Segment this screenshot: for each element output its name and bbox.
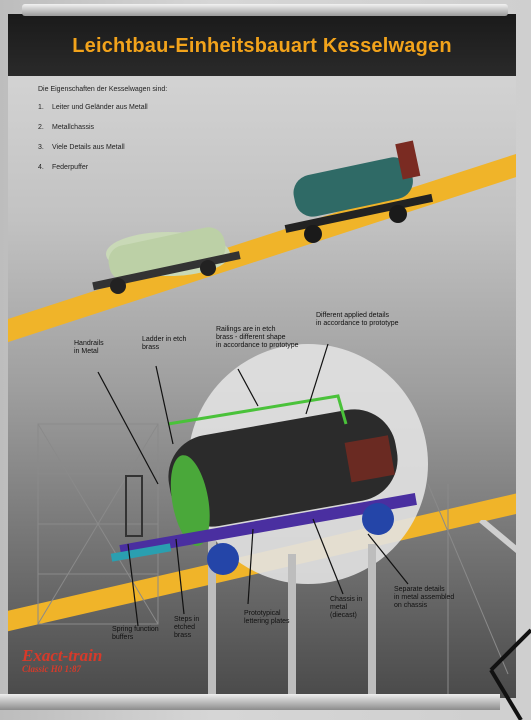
industrial-scaffold xyxy=(37,423,509,694)
brand-logo: Exact-train Classic H0 1:87 xyxy=(22,646,103,674)
intro-text: Die Eigenschaften der Kesselwagen sind: xyxy=(38,86,168,93)
feature-list: 1.Leiter und Geländer aus Metall 2.Metal… xyxy=(38,104,148,184)
poster: Leichtbau-Einheitsbauart Kesselwagen Die… xyxy=(8,14,516,698)
top-rail xyxy=(22,4,508,16)
list-item: 1.Leiter und Geländer aus Metall xyxy=(38,104,148,111)
wagon-green-pale xyxy=(92,227,241,294)
wagon-teal xyxy=(284,140,434,243)
callout-lines xyxy=(97,343,409,627)
list-item: 2.Metallchassis xyxy=(38,124,95,131)
bottom-rail xyxy=(0,694,500,710)
display-stand xyxy=(479,520,531,720)
title-bar: Leichtbau-Einheitsbauart Kesselwagen xyxy=(8,14,516,76)
poster-artwork xyxy=(37,140,509,694)
list-item: 3.Viele Details aus Metall xyxy=(38,144,125,151)
wagon-main xyxy=(110,394,417,575)
list-item: 4.Federpuffer xyxy=(38,164,89,171)
poster-title: Leichtbau-Einheitsbauart Kesselwagen xyxy=(72,34,452,57)
